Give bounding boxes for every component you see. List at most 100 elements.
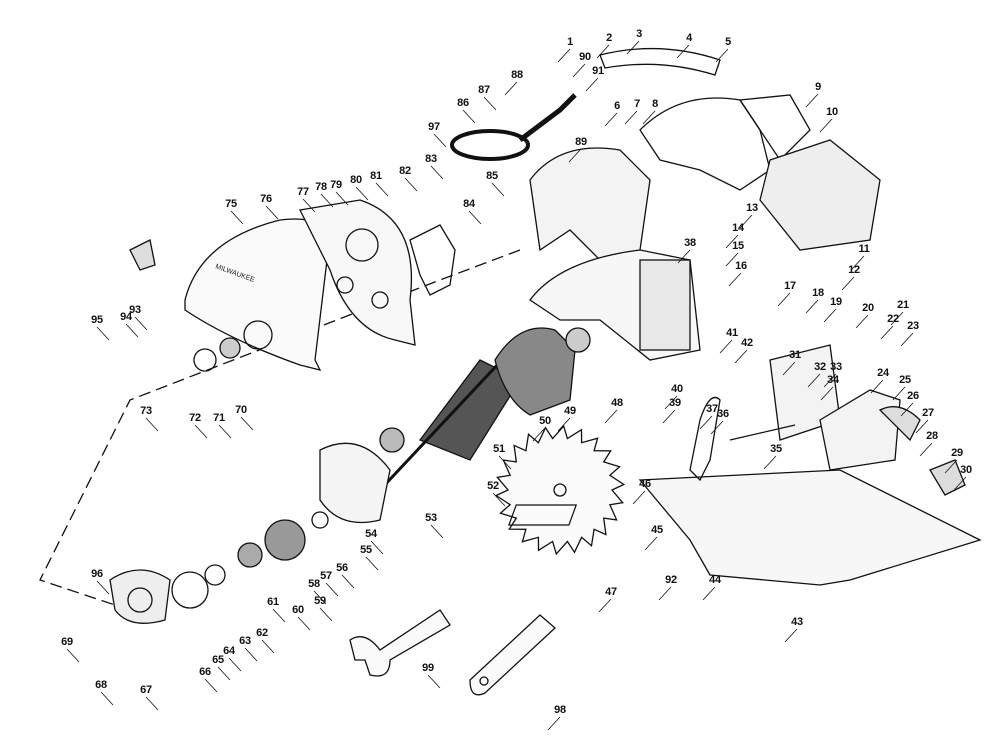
field-stator [494, 327, 576, 416]
leader-line [430, 524, 444, 539]
leader-line [841, 276, 855, 291]
leader-line [100, 691, 114, 706]
part-number-label: 98 [554, 704, 566, 716]
main-housing [529, 147, 651, 261]
part-number-label: 44 [709, 574, 721, 586]
leader-line [204, 678, 218, 693]
part-number-label: 34 [827, 374, 839, 386]
leader-line [719, 339, 733, 354]
guard-plate-hole [371, 291, 389, 309]
part-number-label: 39 [669, 397, 681, 409]
part-number-label: 30 [960, 464, 972, 476]
part-number-label: 73 [140, 405, 152, 417]
part-number-label: 16 [735, 260, 747, 272]
part-number-label: 58 [308, 578, 320, 590]
leader-line [125, 323, 139, 338]
part-number-label: 86 [457, 97, 469, 109]
leader-line [492, 492, 506, 507]
assembly-dashed-line [39, 249, 521, 611]
leader-line [240, 416, 254, 431]
washer-part [243, 320, 273, 350]
part-number-label: 85 [486, 170, 498, 182]
leader-line [699, 415, 713, 430]
part-number-label: 18 [812, 287, 824, 299]
leader-line [468, 210, 482, 225]
part-number-label: 62 [256, 627, 268, 639]
leader-line [805, 93, 819, 108]
part-number-label: 41 [726, 327, 738, 339]
part-number-label: 49 [564, 405, 576, 417]
base-plate [638, 469, 982, 586]
power-cord [450, 129, 530, 161]
bearing-part [565, 327, 591, 353]
spindle-housing [109, 569, 171, 624]
part-number-label: 52 [487, 480, 499, 492]
part-number-label: 20 [862, 302, 874, 314]
nut-part [219, 337, 241, 359]
part-number-label: 11 [858, 243, 870, 255]
part-number-label: 78 [315, 181, 327, 193]
part-number-label: 81 [370, 170, 382, 182]
leader-line [823, 373, 837, 388]
leader-line [820, 386, 834, 401]
part-number-label: 96 [91, 568, 103, 580]
part-number-label: 1 [567, 36, 573, 48]
leader-line [557, 48, 571, 63]
part-number-label: 71 [213, 412, 225, 424]
part-number-label: 40 [671, 383, 683, 395]
spacer-part [311, 511, 329, 529]
part-number-label: 5 [725, 36, 731, 48]
motor-housing-cap [759, 139, 881, 251]
part-number-label: 25 [899, 374, 911, 386]
leader-line [145, 696, 159, 711]
leader-line [572, 63, 586, 78]
leader-line [642, 110, 656, 125]
leader-line [725, 234, 739, 249]
leader-line [404, 177, 418, 192]
part-number-label: 21 [897, 299, 909, 311]
knob-part [129, 239, 156, 271]
leader-line [325, 582, 339, 597]
washer-part [193, 348, 217, 372]
leader-line [676, 44, 690, 59]
part-number-label: 55 [360, 544, 372, 556]
leader-line [504, 81, 518, 96]
bearing-part [379, 427, 405, 453]
leader-line [302, 198, 316, 213]
leader-line [782, 361, 796, 376]
leader-line [715, 48, 729, 63]
leader-line [807, 373, 821, 388]
bevel-knob [878, 406, 921, 442]
part-number-label: 90 [579, 51, 591, 63]
gear-part [264, 519, 306, 561]
leader-line [915, 419, 929, 434]
cord-plug [518, 93, 577, 142]
leader-line [953, 476, 967, 491]
leader-line [557, 417, 571, 432]
part-number-label: 83 [425, 153, 437, 165]
leader-line [892, 386, 906, 401]
leader-line [662, 409, 676, 424]
gear-housing [319, 442, 391, 524]
leader-line [739, 214, 753, 229]
part-number-label: 8 [652, 98, 658, 110]
leader-line [145, 417, 159, 432]
part-number-label: 9 [815, 81, 821, 93]
leader-line [664, 395, 678, 410]
leader-line [890, 311, 904, 326]
part-number-label: 17 [784, 280, 796, 292]
leader-line [880, 325, 894, 340]
leader-line [784, 628, 798, 643]
part-number-label: 84 [463, 198, 475, 210]
part-number-label: 53 [425, 512, 437, 524]
part-number-label: 26 [907, 390, 919, 402]
leader-line [430, 165, 444, 180]
part-number-label: 28 [926, 430, 938, 442]
leader-line [218, 424, 232, 439]
leader-line [763, 455, 777, 470]
part-number-label: 38 [684, 237, 696, 249]
leader-line [644, 536, 658, 551]
part-number-label: 13 [746, 202, 758, 214]
